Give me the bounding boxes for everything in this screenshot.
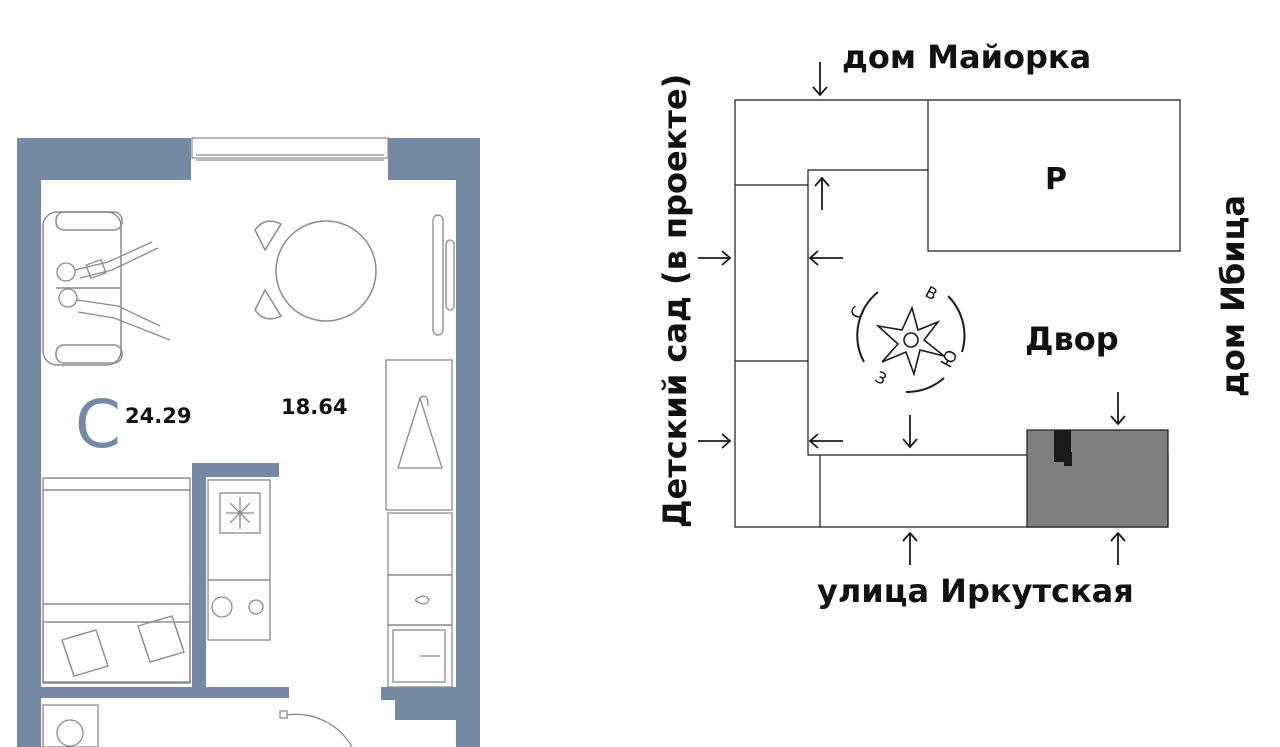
bed [42,477,191,684]
label-kindergarten: Детский сад (в проекте) [656,74,694,528]
dining-table [254,220,377,322]
highlighted-building [1026,429,1169,528]
fridge-stove [207,479,271,641]
label-street: улица Иркутская [817,572,1134,610]
window [191,137,389,161]
sofa [42,211,123,366]
living-area: 18.64 [281,395,347,419]
people-figures [56,241,171,341]
compass-west: З [872,367,890,389]
room-type-letter: C [75,386,121,463]
label-right-building: дом Ибица [1214,195,1252,397]
walls [17,138,480,747]
wall-decor [432,214,455,336]
site-outline [734,99,1181,528]
entrance-arrows [698,62,1126,565]
compass-rose-icon [875,305,945,377]
bathroom-entry [42,704,353,747]
label-top-building: дом Майорка [842,38,1091,76]
compass: С В Ю З [846,282,966,394]
compass-south: Ю [937,347,962,371]
compass-east: В [922,282,941,304]
courtyard-label: Двор [1025,320,1119,358]
wardrobe [385,359,453,511]
total-area: 24.29 [125,404,191,428]
parking-label: P [1045,162,1067,197]
kitchen [387,512,453,688]
